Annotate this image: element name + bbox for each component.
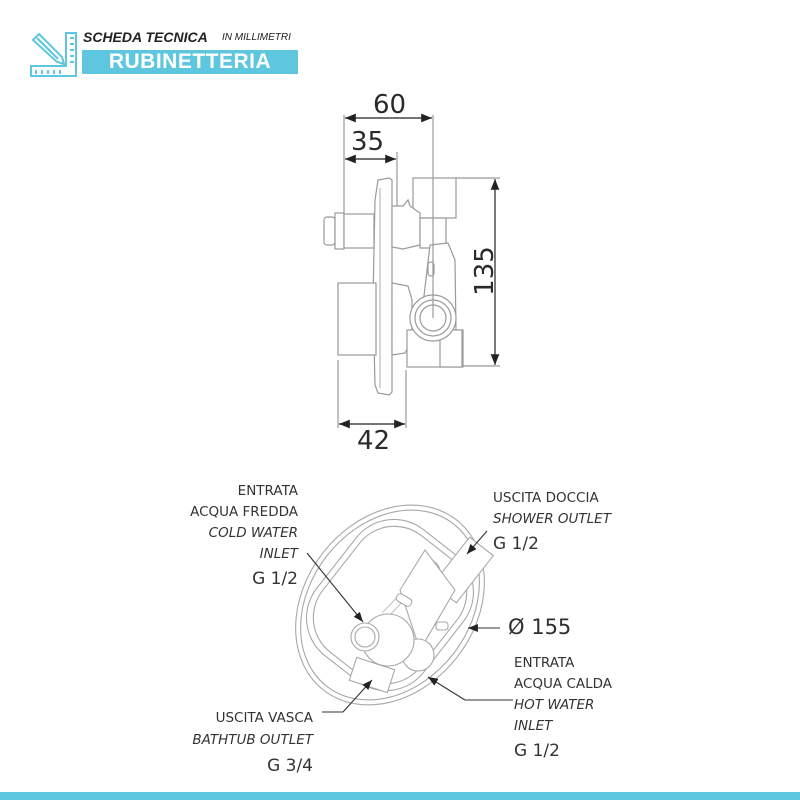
shower-outlet-label-1: USCITA DOCCIA — [493, 490, 599, 506]
bath-outlet-label-2: BATHTUB OUTLET — [192, 732, 313, 748]
dim-depth-front: 35 — [351, 127, 385, 157]
hot-inlet-label-1: ENTRATA — [514, 655, 575, 671]
cold-inlet-size: G 1/2 — [252, 569, 298, 589]
leader-arrows — [306, 530, 513, 713]
cold-inlet-label-4: INLET — [259, 546, 298, 562]
dim-depth-total: 60 — [373, 90, 407, 120]
hot-inlet-size: G 1/2 — [514, 741, 560, 761]
cold-inlet-label-1: ENTRATA — [237, 483, 298, 499]
front-view-drawing — [295, 504, 495, 706]
shower-outlet-size: G 1/2 — [493, 534, 539, 554]
sheet-title: SCHEDA TECNICA — [83, 29, 208, 45]
dimension-lines — [337, 113, 500, 429]
cold-inlet-label-2: ACQUA FREDDA — [190, 504, 298, 520]
bath-outlet-label-1: USCITA VASCA — [215, 710, 313, 726]
dim-height: 135 — [469, 246, 500, 296]
ruler-pencil-icon — [30, 32, 77, 77]
accent-bottom-bar — [0, 792, 800, 800]
hot-inlet-label-4: INLET — [514, 718, 553, 734]
cold-inlet-label-3: COLD WATER — [208, 525, 298, 541]
shower-outlet-label-2: SHOWER OUTLET — [493, 511, 611, 527]
bath-outlet-size: G 3/4 — [267, 756, 313, 776]
hot-inlet-label-2: ACQUA CALDA — [514, 676, 613, 692]
unit-note: IN MILLIMETRI — [222, 32, 291, 43]
side-view-drawing — [323, 177, 464, 396]
category-banner: RUBINETTERIA — [82, 50, 298, 74]
diameter-label: Ø 155 — [508, 615, 572, 639]
hot-inlet-label-3: HOT WATER — [514, 697, 595, 713]
dim-width-back: 42 — [357, 426, 391, 456]
